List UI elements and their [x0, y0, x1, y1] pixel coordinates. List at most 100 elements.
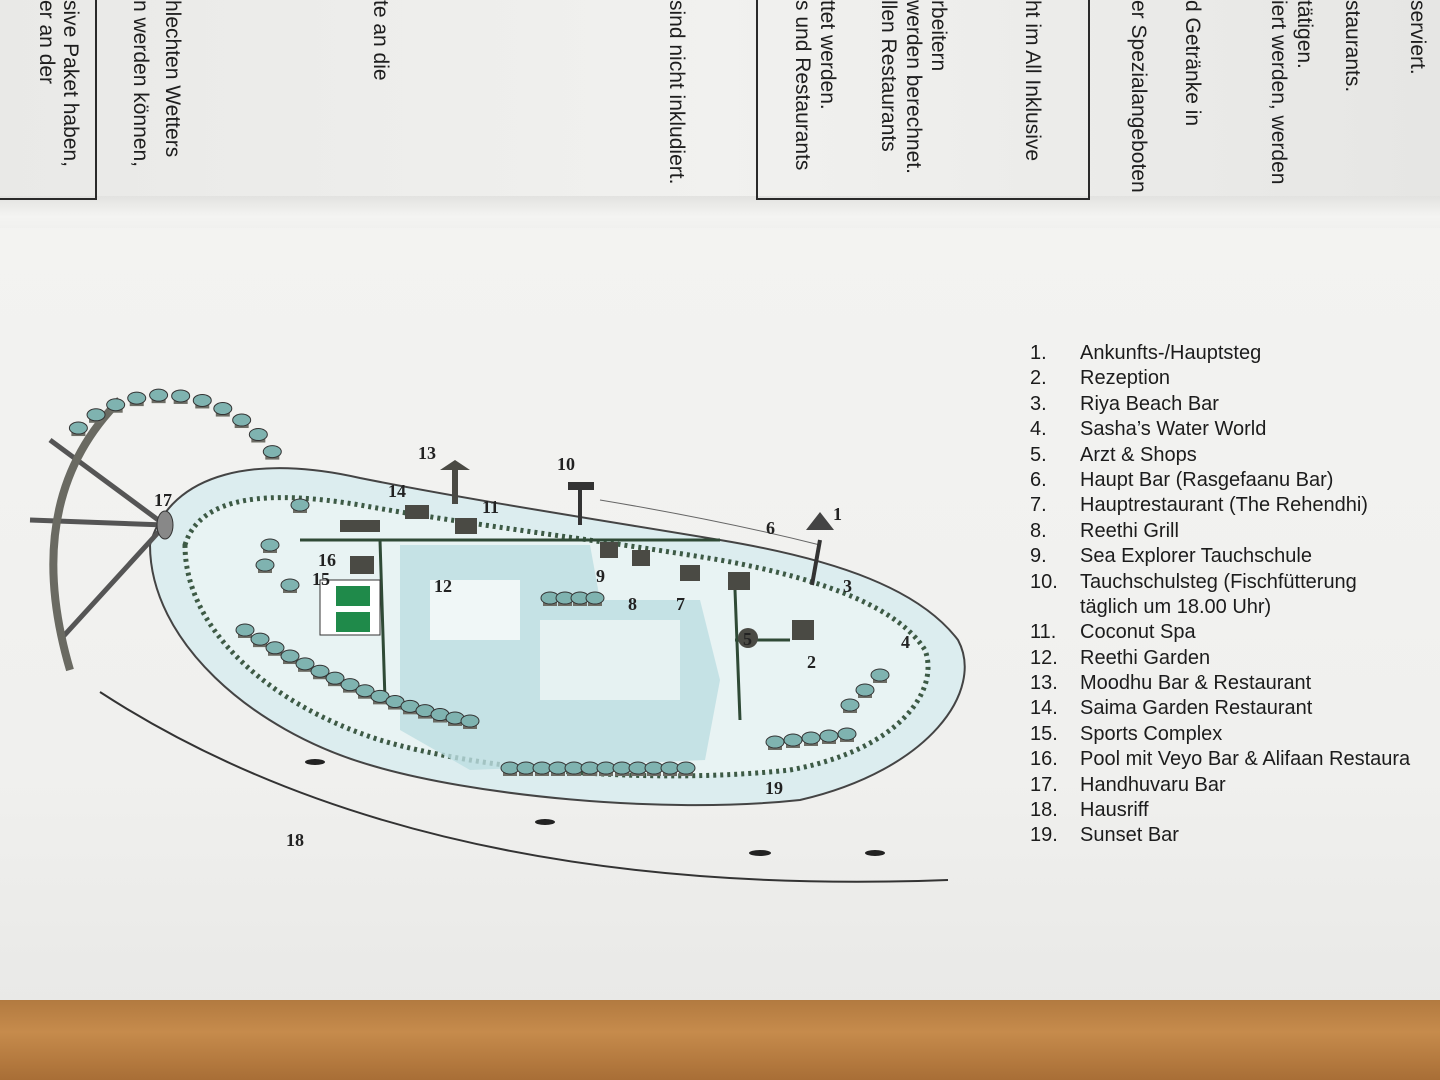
map-label-3: 3 [843, 576, 852, 596]
villa-roof [580, 761, 600, 775]
villa-roof [819, 729, 839, 743]
villa-roof [840, 698, 860, 712]
villa-roof [280, 578, 300, 592]
legend-number: 1. [1030, 342, 1047, 364]
villa-roof [628, 761, 648, 775]
legend-label: täglich um 18.00 Uhr) [1080, 595, 1272, 618]
text-line: staurants. [1341, 0, 1364, 93]
map-label-1: 1 [833, 504, 842, 524]
villa-roof [280, 649, 300, 663]
text-line: serviert. [1406, 0, 1429, 75]
map-legend: 1.Ankunfts-/Hauptsteg 2. Rezeption 3. Riya… [1030, 341, 1410, 849]
legend-label: Saima Garden Restaurant [1080, 697, 1313, 720]
villa-roof [612, 761, 632, 775]
legend-item: 2. Rezeption [1030, 366, 1410, 391]
map-label-13: 13 [418, 443, 436, 463]
villa-roof [340, 678, 360, 692]
legend-item: 17.Handhuvaru Bar [1030, 773, 1410, 798]
legend-label: Sunset Bar [1080, 824, 1179, 847]
legend-number: 6. [1030, 468, 1047, 491]
text-line: werden berechnet. [902, 0, 925, 174]
legend-number: 5. [1030, 443, 1047, 466]
map-label-18: 18 [286, 830, 304, 850]
villa-roof [500, 761, 520, 775]
villa-roof [262, 445, 282, 459]
legend-label: Rezeption [1080, 367, 1171, 390]
text-line: d Getränke in [1181, 0, 1204, 127]
legend-item: 8.Reethi Grill [1030, 519, 1410, 544]
legend-number: 7. [1030, 494, 1047, 517]
villa-roof [265, 641, 285, 655]
garden-clearing [540, 620, 680, 700]
legend-label: Moodhu Bar & Restaurant [1080, 672, 1312, 695]
villa-roof [837, 727, 857, 741]
map-label-17: 17 [154, 490, 172, 510]
villa-roof [355, 684, 375, 698]
legend-item: 1.Ankunfts-/Hauptsteg [1030, 341, 1410, 366]
legend-number: 14. [1030, 697, 1058, 720]
legend-number: 9. [1030, 545, 1047, 568]
legend-item: 6. Haupt Bar (Rasgefaanu Bar) [1030, 468, 1410, 493]
legend-label: Tauchschulsteg (Fischfütterung [1080, 570, 1357, 593]
map-label-6: 6 [766, 518, 775, 538]
info-box-left [0, 0, 97, 200]
legend-label: Sea Explorer Tauchschule [1080, 545, 1312, 568]
villa-roof [250, 632, 270, 646]
legend-number: 11. [1030, 621, 1057, 644]
villa-roof [149, 388, 169, 402]
beach-villas [68, 388, 890, 776]
text-line: rbeitern [927, 0, 950, 72]
garden-clearing [430, 580, 520, 640]
villa-roof [585, 591, 605, 605]
map-label-9: 9 [596, 566, 605, 586]
legend-label: Riya Beach Bar [1080, 392, 1219, 415]
legend-item: 16.Pool mit Veyo Bar & Alifaan Restaura [1030, 747, 1410, 772]
villa-roof [801, 731, 821, 745]
villa-roof [295, 657, 315, 671]
villa-roof [127, 391, 147, 405]
legend-item: 15.Sports Complex [1030, 722, 1410, 747]
text-line: te an die [369, 0, 392, 81]
villa-roof [765, 735, 785, 749]
legend-number: 10. [1030, 570, 1058, 593]
villa-roof [596, 761, 616, 775]
villa-roof [310, 664, 330, 678]
legend-number: 2. [1030, 367, 1047, 390]
villa-roof [660, 761, 680, 775]
villa-roof [644, 761, 664, 775]
text-line: sive Paket haben, [59, 0, 82, 167]
legend-number: 18. [1030, 799, 1058, 822]
footpaths [300, 538, 790, 721]
boat-route [599, 499, 821, 546]
text-line: er an der [35, 0, 58, 85]
legend-label: Hausriff [1080, 799, 1149, 822]
villa-roof [676, 761, 696, 775]
legend-label: Haupt Bar (Rasgefaanu Bar) [1080, 468, 1334, 491]
legend-label: Reethi Grill [1080, 519, 1179, 542]
legend-number: 15. [1030, 722, 1058, 745]
legend-number: 3. [1030, 392, 1047, 415]
villa-roof [213, 402, 233, 416]
legend-item: 19.Sunset Bar [1030, 823, 1410, 848]
map-label-16: 16 [318, 550, 336, 570]
text-line: llen Restaurants [877, 0, 900, 152]
text-line: s und Restaurants [791, 0, 814, 171]
map-label-15: 15 [312, 569, 330, 589]
villa-roof [260, 538, 280, 552]
map-label-4: 4 [901, 632, 910, 652]
map-label-2: 2 [807, 652, 816, 672]
villa-roof [325, 671, 345, 685]
legend-number [1030, 595, 1080, 620]
villa-roof [564, 761, 584, 775]
villa-roof [255, 558, 275, 572]
legend-number: 17. [1030, 773, 1058, 796]
map-label-11: 11 [482, 497, 499, 517]
map-label-8: 8 [628, 594, 637, 614]
paper-fold [0, 196, 1440, 230]
legend-number: 16. [1030, 748, 1058, 771]
wooden-table [0, 1000, 1440, 1080]
villa-roof [855, 683, 875, 697]
main-jetty [810, 539, 822, 586]
villa-roof [370, 689, 390, 703]
